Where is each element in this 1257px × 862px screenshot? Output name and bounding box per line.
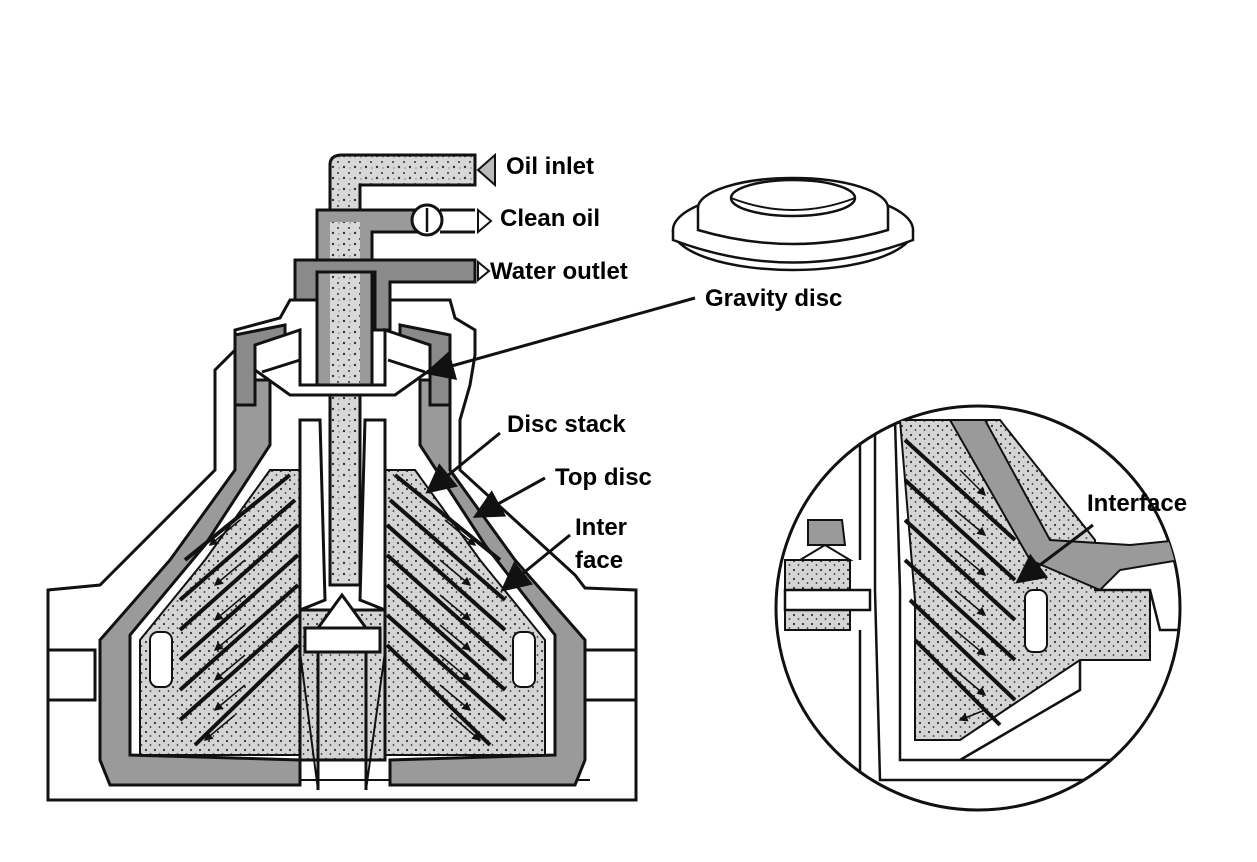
water-outlet-arrow-icon [477, 259, 491, 283]
oil-inlet-label: Oil inlet [506, 153, 595, 180]
distributor [298, 418, 387, 791]
bowl-wall-right [388, 378, 587, 787]
interface-detail-view [774, 404, 1182, 812]
disc-stack-label: Disc stack [507, 411, 626, 438]
interface-leader [1015, 523, 1094, 584]
separation-space-right [384, 469, 546, 756]
separation-space-left [139, 469, 301, 756]
interface-label: Interface [1087, 490, 1188, 517]
inter-face-leader [500, 533, 571, 592]
face-label: face [575, 547, 624, 574]
disc-stack-leader [425, 431, 501, 494]
clean-oil-label: Clean oil [500, 205, 601, 232]
top-disc-leader [472, 476, 546, 518]
water-outlet-pipe [293, 258, 477, 332]
gravity-disc-label: Gravity disc [705, 285, 843, 312]
inter-label: Inter [575, 514, 628, 541]
top-disc-label: Top disc [555, 464, 652, 491]
clean-oil-arrow-icon [477, 207, 493, 235]
water-outlet-label: Water outlet [490, 258, 628, 285]
pipe-end-markers [476, 152, 496, 283]
gravity-disc-leader [424, 296, 696, 380]
gravity-disc-illustration [671, 176, 915, 272]
leader-lines [424, 296, 696, 592]
oil-inlet-arrow-icon [476, 152, 496, 188]
